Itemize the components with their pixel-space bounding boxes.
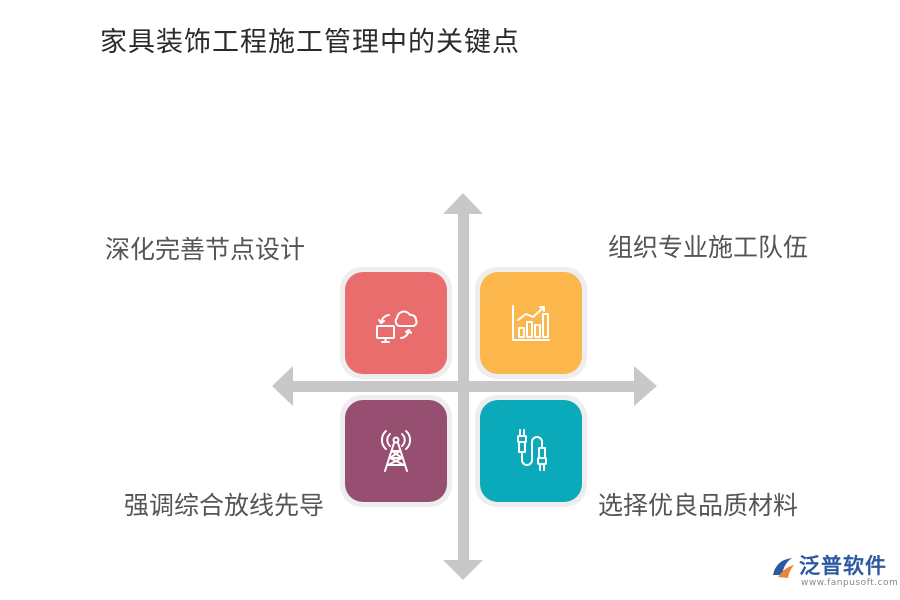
page-title: 家具装饰工程施工管理中的关键点 [100,27,520,58]
quadrant-bottom-left [340,395,452,507]
horizontal-axis-left-arrow [272,366,293,406]
label-bottom-right: 选择优良品质材料 [598,491,799,520]
label-top-left: 深化完善节点设计 [105,235,306,264]
tile-bottom-right [480,400,582,502]
cable-connector-icon [517,429,547,471]
fanpu-logo-icon [773,558,794,578]
tile-top-right [480,272,582,374]
quadrant-top-left [340,267,452,379]
vertical-axis-top-arrow [443,193,483,214]
logo-name: 泛普软件 [799,554,887,578]
logo-url: www.fanpusoft.com [801,578,899,588]
quadrant-bottom-right [475,395,587,507]
quadrant-top-right [475,267,587,379]
cloud-sync-monitor-icon [376,310,418,343]
tile-bottom-left [345,400,447,502]
tile-top-left [345,272,447,374]
horizontal-axis [290,381,636,392]
brand-logo: 泛普软件 www.fanpusoft.com [770,554,898,588]
label-bottom-left: 强调综合放线先导 [124,491,325,520]
vertical-axis-bottom-arrow [443,560,483,580]
bar-chart-growth-icon [512,305,550,341]
horizontal-axis-right-arrow [634,366,657,406]
signal-tower-icon [380,430,412,472]
label-top-right: 组织专业施工队伍 [608,233,809,262]
